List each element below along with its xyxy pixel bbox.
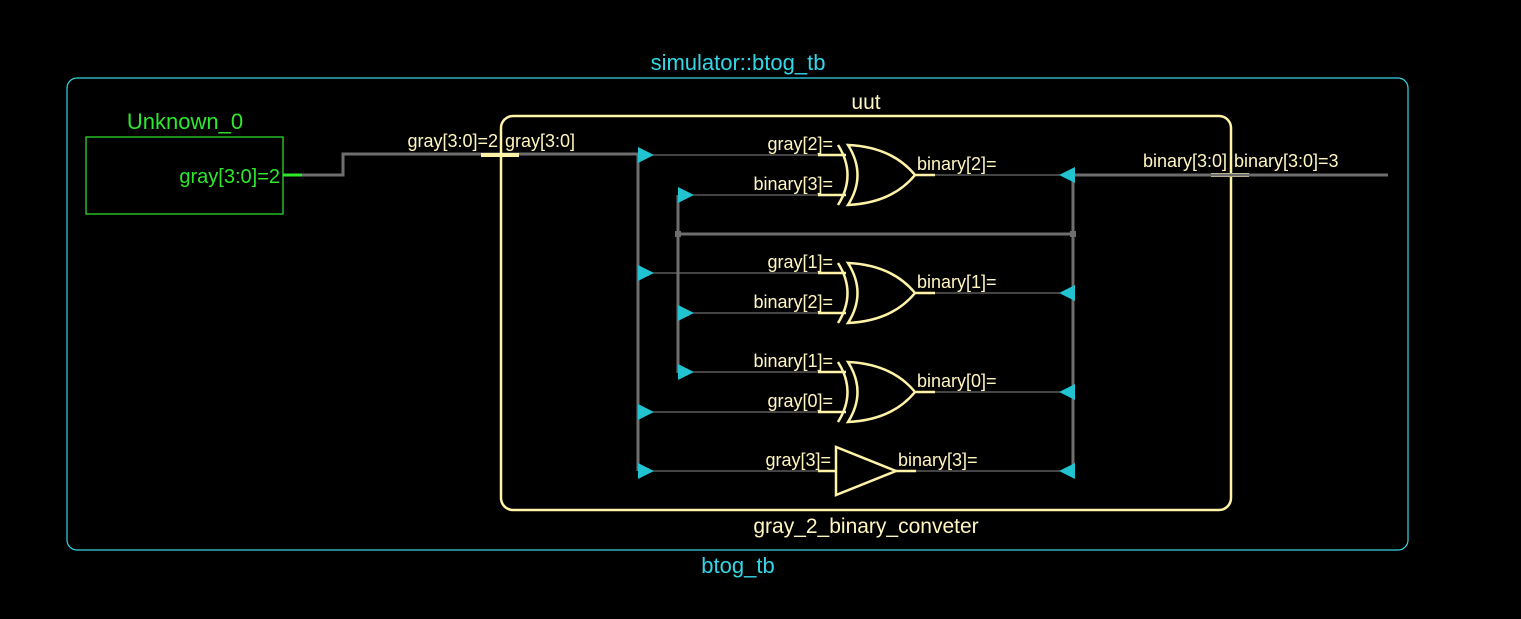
uut-module-box[interactable] <box>499 114 1233 512</box>
unknown-block-name: Unknown_0 <box>127 109 243 134</box>
testbench-name: btog_tb <box>701 553 774 578</box>
junction-left <box>675 231 681 237</box>
out-bus-inner-label: binary[3:0] <box>1143 151 1227 171</box>
net-arrow-binary2-in <box>678 305 694 321</box>
net-arrow-binary1-in <box>678 364 694 380</box>
xor-1-body <box>845 143 917 207</box>
net-arrow-gray3 <box>638 463 654 479</box>
gray-bus-wire[interactable] <box>302 152 638 177</box>
g1-out-label: binary[2]= <box>917 154 997 174</box>
g4-in-a-label: gray[3]= <box>765 450 831 470</box>
g2-in-a-label: gray[1]= <box>767 252 833 272</box>
g4-out-label: binary[3]= <box>898 450 978 470</box>
net-arrow-binary0-out <box>1059 384 1075 400</box>
out-bus-outer-label: binary[3:0]=3 <box>1234 151 1339 171</box>
xor-3-body <box>845 360 917 424</box>
net-arrow-binary3-out <box>1059 463 1075 479</box>
xor-1-back-arc <box>836 144 849 206</box>
g3-in-b-label: gray[0]= <box>767 391 833 411</box>
xor-gate-3[interactable]: binary[1]= gray[0]= binary[0]= <box>651 351 1060 424</box>
in-bus-outer-label: gray[3:0]=2 <box>407 131 498 151</box>
xor-3-back-arc <box>836 361 849 423</box>
g1-in-b-label: binary[3]= <box>753 174 833 194</box>
junction-right <box>1070 231 1076 237</box>
net-arrow-gray2 <box>638 147 654 163</box>
uut-module-name: gray_2_binary_conveter <box>753 515 978 538</box>
g3-in-a-label: binary[1]= <box>753 351 833 371</box>
xor-2-body <box>845 261 917 325</box>
buffer-gate[interactable]: gray[3]= binary[3]= <box>651 445 1060 497</box>
xor-2-back-arc <box>836 262 849 324</box>
buffer-body <box>834 445 900 497</box>
unknown-block-port-label: gray[3:0]=2 <box>179 166 280 188</box>
net-arrow-binary1-out <box>1059 285 1075 301</box>
net-arrow-gray0 <box>638 404 654 420</box>
g1-in-a-label: gray[2]= <box>767 134 833 154</box>
testbench-frame[interactable] <box>66 77 1409 551</box>
net-arrow-gray1 <box>638 265 654 281</box>
in-bus-inner-label: gray[3:0] <box>505 131 575 151</box>
uut-instance-name: uut <box>851 91 880 114</box>
simulator-title: simulator::btog_tb <box>651 50 826 75</box>
xor-gate-2[interactable]: gray[1]= binary[2]= binary[1]= <box>651 252 1060 325</box>
net-arrow-binary3-in <box>678 187 694 203</box>
xor-gate-1[interactable]: gray[2]= binary[3]= binary[2]= <box>651 134 1060 207</box>
net-arrow-binary2-out <box>1059 167 1075 183</box>
g3-out-label: binary[0]= <box>917 371 997 391</box>
g2-in-b-label: binary[2]= <box>753 292 833 312</box>
g2-out-label: binary[1]= <box>917 272 997 292</box>
